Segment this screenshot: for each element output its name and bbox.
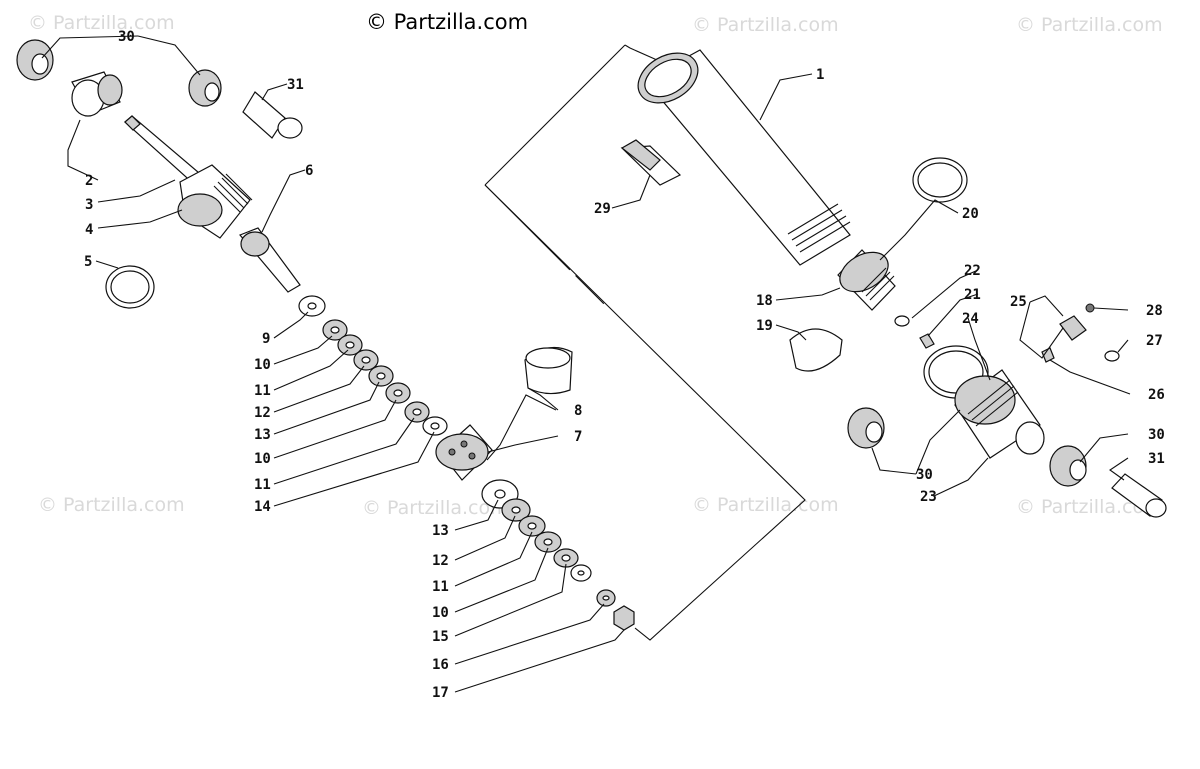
watermark-main: © Partzilla.com: [366, 10, 529, 34]
callout-10-b: 10: [254, 451, 271, 467]
callout-31-bottom: 31: [1148, 451, 1165, 467]
callout-13-b: 13: [432, 523, 449, 539]
callout-17: 17: [432, 685, 449, 701]
callout-24: 24: [962, 311, 979, 327]
callout-labels: 1 30 31 2 3 4 5 6 9 10 11 12 13 10 11 14…: [84, 29, 1165, 701]
washer-27: [1104, 350, 1120, 362]
seal-head: [177, 164, 253, 239]
shock-body-cylinder: [637, 49, 851, 266]
watermark-top-right: © Partzilla.com: [1016, 14, 1163, 36]
callout-23: 23: [920, 489, 937, 505]
callout-18: 18: [756, 293, 773, 309]
end-cap-18: [837, 249, 896, 311]
watermark-mid-center: © Partzilla.com: [362, 497, 509, 519]
callout-10-a: 10: [254, 357, 271, 373]
watermark-top-mid: © Partzilla.com: [692, 14, 839, 36]
callout-12-b: 12: [432, 553, 449, 569]
callout-7: 7: [574, 429, 582, 445]
callout-9: 9: [262, 331, 270, 347]
watermark-mid-right: © Partzilla.com: [1016, 496, 1163, 518]
bushing-30-lower-left: [847, 407, 885, 449]
callout-30-top: 30: [118, 29, 135, 45]
callout-6: 6: [305, 163, 313, 179]
watermark-mid-left: © Partzilla.com: [38, 494, 185, 516]
callout-22: 22: [964, 263, 981, 279]
eyelet-sleeve: [71, 71, 123, 117]
upper-bushing-left: [16, 39, 54, 81]
callout-30-bottom: 30: [916, 467, 933, 483]
o-ring-20: [912, 157, 968, 203]
label-decal: [620, 139, 682, 186]
washer-stack-right: [481, 479, 635, 631]
callout-30-right: 30: [1148, 427, 1165, 443]
watermark-top-left: © Partzilla.com: [28, 12, 175, 34]
snap-ring-19: [789, 328, 843, 372]
callout-21: 21: [964, 287, 981, 303]
valve-21: [919, 333, 935, 349]
callout-3: 3: [85, 197, 93, 213]
callout-1: 1: [816, 67, 824, 83]
callout-28: 28: [1146, 303, 1163, 319]
callout-27: 27: [1146, 333, 1163, 349]
piston-ring: [524, 346, 573, 395]
callout-11-a: 11: [254, 383, 271, 399]
callout-14: 14: [254, 499, 271, 515]
o-ring-5: [105, 265, 155, 309]
callout-12-a: 12: [254, 405, 271, 421]
reservoir-body-23: [954, 369, 1045, 459]
assembly-bracket-line: [484, 44, 806, 641]
spacer-sleeve-top: [242, 91, 303, 139]
lower-shaft: [239, 227, 301, 293]
callout-10-c: 10: [432, 605, 449, 621]
washer-stack-left: [298, 295, 448, 436]
spacer-sleeve-bottom: [1111, 473, 1167, 518]
callout-29: 29: [594, 201, 611, 217]
watermark-mid-center-right: © Partzilla.com: [692, 494, 839, 516]
callout-5: 5: [84, 254, 92, 270]
callout-11-c: 11: [432, 579, 449, 595]
callout-11-b: 11: [254, 477, 271, 493]
callout-26: 26: [1148, 387, 1165, 403]
callout-19: 19: [756, 318, 773, 334]
callout-15: 15: [432, 629, 449, 645]
callout-4: 4: [85, 222, 93, 238]
callout-8: 8: [574, 403, 582, 419]
valve-assembly-25: [1059, 303, 1095, 341]
callout-25: 25: [1010, 294, 1027, 310]
callout-13-a: 13: [254, 427, 271, 443]
leader-lines: [41, 35, 1131, 693]
bushing-30-lower-right: [1049, 445, 1087, 487]
o-ring-22: [894, 315, 910, 327]
callout-16: 16: [432, 657, 449, 673]
cap-26: [1041, 347, 1055, 363]
callout-31-top: 31: [287, 77, 304, 93]
piston: [435, 424, 493, 481]
upper-bushing-right: [188, 69, 222, 107]
callout-20: 20: [962, 206, 979, 222]
callout-2: 2: [85, 173, 93, 189]
